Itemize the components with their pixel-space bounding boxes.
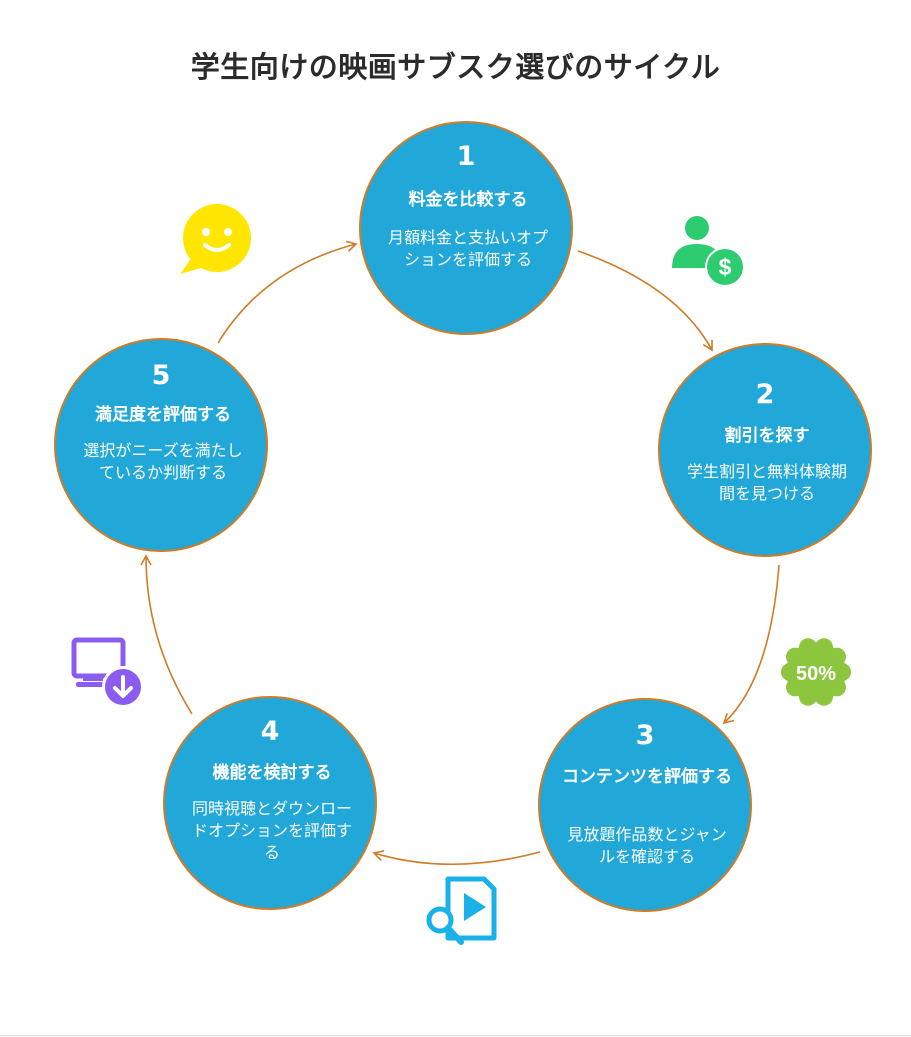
step-4-description: 同時視聴とダウンロードオプションを評価する (191, 799, 352, 862)
step-3-number: 3 (635, 720, 655, 751)
diagram-title: 学生向けの映画サブスク選びのサイクル (190, 50, 721, 84)
person-dollar-icon: $ (672, 216, 745, 287)
step-4-number: 4 (260, 716, 280, 747)
step-5-circle: 5 満足度を評価する 選択がニーズを満たしているか判断する (54, 338, 268, 552)
monitor-download-icon (71, 637, 144, 708)
arrow-step1-to-step2 (577, 250, 713, 352)
step-3-circle: 3 コンテンツを評価する 見放題作品数とジャンルを確認する (538, 698, 752, 912)
step-5-number: 5 (151, 360, 171, 391)
arrow-step3-to-step4 (372, 850, 541, 866)
smiley-speech-bubble-icon (180, 204, 251, 274)
step-1-heading: 料金を比較する (408, 190, 528, 210)
arrow-step2-to-step3 (722, 564, 780, 725)
bottom-divider (0, 1035, 911, 1036)
step-2-circle: 2 割引を探す 学生割引と無料体験期間を見つける (658, 343, 872, 557)
step-4-circle: 4 機能を検討する 同時視聴とダウンロードオプションを評価する (163, 696, 377, 910)
step-5-heading: 満足度を評価する (95, 405, 231, 425)
step-3-heading: コンテンツを評価する (562, 767, 732, 787)
step-3-description: 見放題作品数とジャンルを確認する (567, 825, 727, 866)
step-1-circle: 1 料金を比較する 月額料金と支払いオプションを評価する (359, 121, 573, 335)
svg-text:$: $ (719, 254, 732, 280)
arrow-step4-to-step5 (140, 554, 193, 715)
step-2-number: 2 (755, 379, 775, 410)
step-5-description: 選択がニーズを満たしているか判断する (83, 441, 243, 482)
discount-badge-text: 50% (796, 663, 836, 685)
discount-50-percent-icon: 50% (781, 638, 851, 706)
video-search-icon (426, 876, 497, 945)
step-1-number: 1 (456, 141, 476, 172)
cycle-arrows (140, 240, 780, 866)
arrow-step5-to-step1 (217, 240, 358, 344)
step-4-heading: 機能を検討する (212, 763, 332, 783)
step-2-description: 学生割引と無料体験期間を見つける (686, 462, 847, 503)
step-1-description: 月額料金と支払いオプションを評価する (387, 228, 548, 269)
step-2-heading: 割引を探す (724, 426, 810, 446)
